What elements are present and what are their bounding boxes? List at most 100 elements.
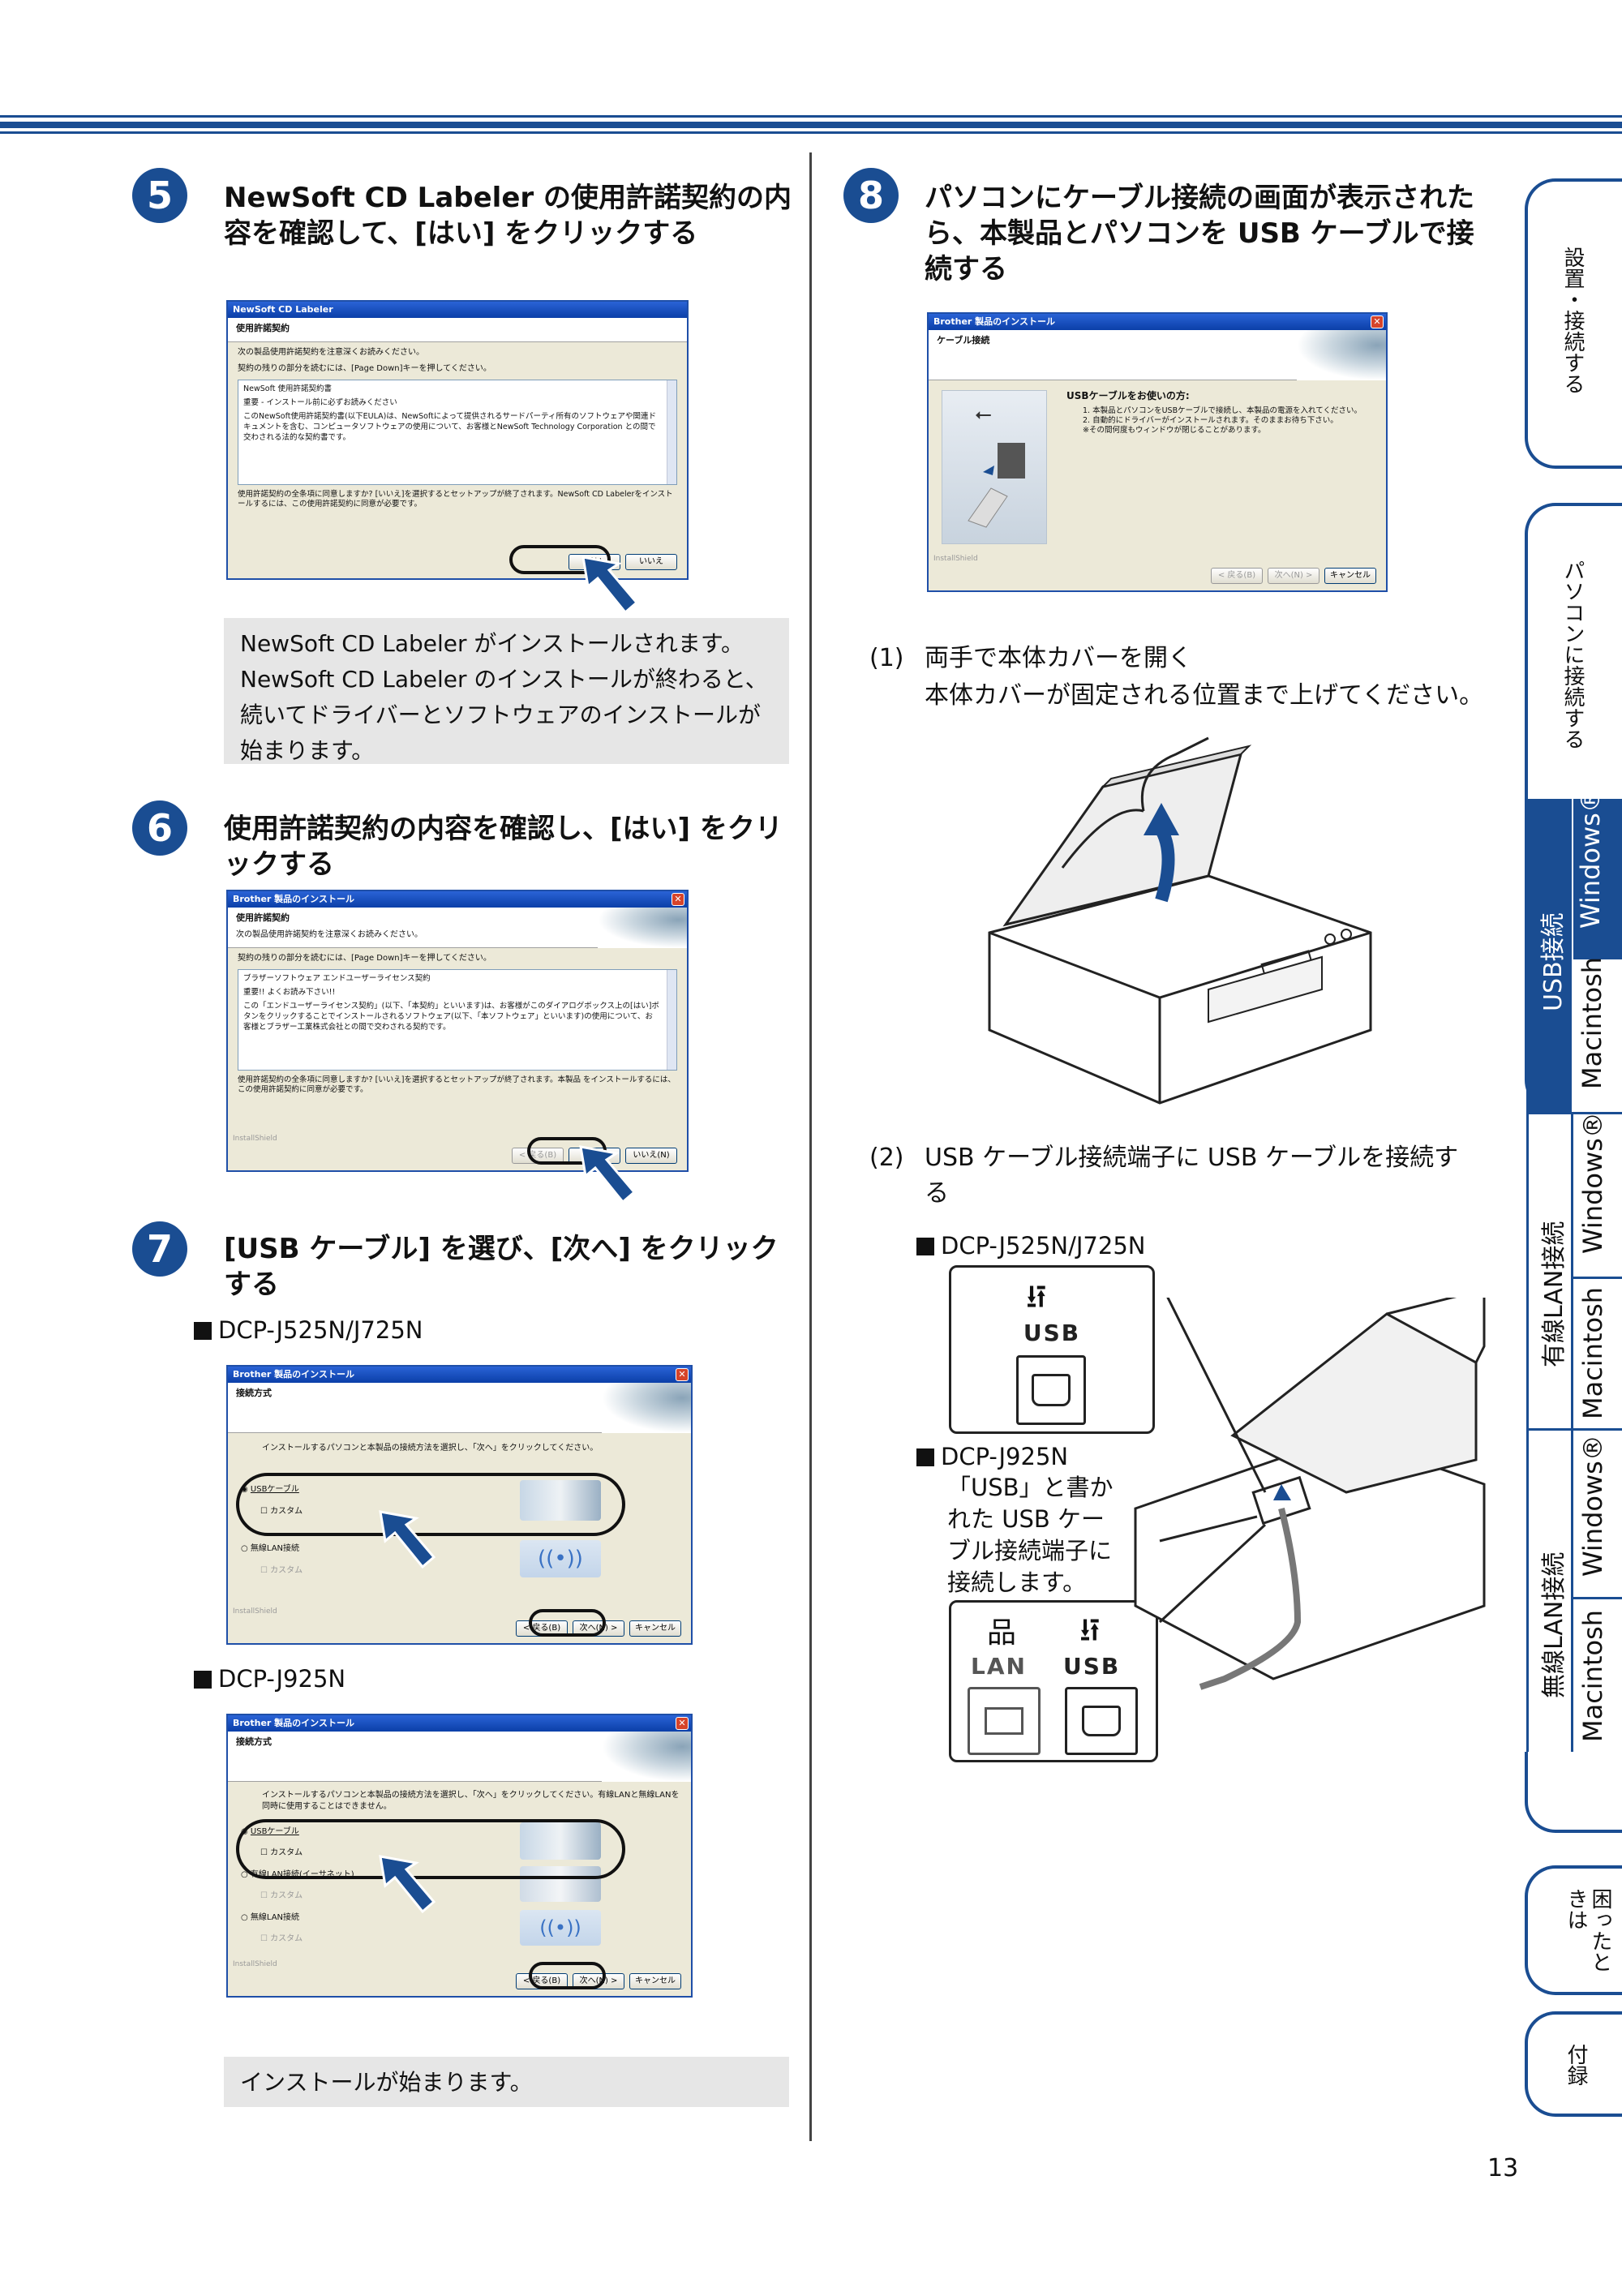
pointer-arrow-icon (581, 556, 639, 615)
eula-text: 重要!! よくお読み下さい!! (243, 988, 336, 997)
newsoft-eula-dialog: NewSoft CD Labeler 使用許諾契約 次の製品使用許諾契約を注意深… (226, 300, 689, 580)
tab-setup[interactable]: 設置・接続する (1525, 178, 1622, 469)
back-button[interactable]: < 戻る(B) (1211, 568, 1263, 584)
highlight-yes (509, 545, 611, 574)
tab-divider (1572, 799, 1573, 1112)
no-button[interactable]: いいえ(N) (625, 1148, 677, 1164)
tab-divider (1573, 1277, 1622, 1279)
model-b-instruction: 「USB」と書かれた USB ケーブル接続端子に接続します。 (947, 1474, 1114, 1596)
usb-port-label: USB (1063, 1653, 1121, 1680)
dialog-text: 契約の残りの部分を読むには、[Page Down]キーを押してください。 (238, 364, 491, 373)
next-button[interactable]: 次へ(N) > (1268, 568, 1319, 584)
dialog-header: 使用許諾契約 次の製品使用許諾契約を注意深くお読みください。 (228, 908, 687, 948)
dialog-titlebar: Brother 製品のインストール✕ (929, 314, 1386, 330)
macintosh-segment[interactable]: Macintosh (1573, 957, 1622, 1112)
eula-textbox[interactable]: ブラザーソフトウェア エンドユーザーライセンス契約 重要!! よくお読み下さい!… (238, 969, 677, 1071)
header-graphic (602, 1732, 691, 1782)
tab-pc-bottom (1525, 1752, 1622, 1833)
eula-textbox[interactable]: NewSoft 使用許諾契約書 重要 - インストール前に必ずお読みください こ… (238, 380, 677, 485)
step5-title: NewSoft CD Labeler の使用許諾契約の内容を確認して、[はい] … (224, 182, 792, 250)
tab-wired-section[interactable]: 有線LAN接続 Windows® Macintosh (1526, 1112, 1622, 1431)
usb-instructions: 1. 本製品とパソコンをUSBケーブルで接続し、本製品の電源を入れてください。 … (1083, 406, 1362, 435)
wireless-image: ((•)) (520, 1910, 601, 1946)
tab-appendix[interactable]: 付録 (1525, 2011, 1622, 2117)
dialog-titlebar: Brother 製品のインストール✕ (228, 1715, 691, 1732)
tab-usb-section[interactable]: USB接続 Windows® Macintosh (1526, 787, 1622, 1112)
usb-cable-image (520, 1480, 601, 1521)
usb-icon: ⭠ (975, 402, 992, 427)
dialog-subtitle: 次の製品使用許諾契約を注意深くお読みください。 (236, 930, 423, 939)
usb-port-icon (1065, 1687, 1138, 1755)
scrollbar[interactable] (667, 380, 676, 484)
step-badge-8: 8 (843, 168, 899, 223)
tab-wireless-section[interactable]: 無線LAN接続 Windows® Macintosh (1526, 1428, 1622, 1755)
eula-title: NewSoft 使用許諾契約書 (243, 384, 332, 393)
header-rule-thin (0, 115, 1622, 118)
pointer-arrow-icon (579, 1145, 637, 1204)
step-badge-7: 7 (132, 1221, 187, 1277)
no-button[interactable]: いいえ (625, 554, 677, 570)
step6-title: 使用許諾契約の内容を確認し、[はい] をクリックする (224, 813, 783, 881)
highlight-usb-option (236, 1819, 625, 1879)
eula-text: このNewSoft使用許諾契約書(以下EULA)は、NewSoftによって提供さ… (243, 412, 656, 442)
printer-open-cover-illustration (988, 736, 1372, 1105)
tab-troubleshooting[interactable]: 困ったときは (1525, 1865, 1622, 1995)
scrollbar[interactable] (667, 970, 676, 1070)
eula-text: この「エンドユーザーライセンス契約」(以下、「本契約」といいます)は、お客様がこ… (243, 1002, 659, 1032)
dialog-titlebar: Brother 製品のインストール✕ (228, 1367, 691, 1383)
column-divider (809, 152, 812, 2141)
printer-usb-connection-illustration (1134, 1298, 1486, 1690)
dialog-header: 使用許諾契約 (228, 318, 687, 342)
tab-divider (1573, 1597, 1622, 1599)
pointer-arrow-icon (379, 1855, 436, 1914)
substep-2-title: (2)USB ケーブル接続端子に USB ケーブルを接続する (869, 1144, 1459, 1208)
checkbox-custom-disabled[interactable]: ☐ カスタム (260, 1566, 303, 1575)
radio-wireless[interactable]: ○ 無線LAN接続 (241, 1544, 300, 1553)
port-callout-b: 品 ⭿ LAN USB (949, 1600, 1158, 1762)
usb-instructions-title: USBケーブルをお使いの方: (1066, 390, 1190, 401)
lan-cable-image (520, 1866, 601, 1902)
cancel-button[interactable]: キャンセル (1324, 568, 1376, 584)
model-label: DCP-J925N (194, 1663, 345, 1695)
lan-port-icon (968, 1687, 1041, 1755)
dialog-text: インストールするパソコンと本製品の接続方法を選択し、「次へ」をクリックしてくださ… (262, 1791, 680, 1811)
wireless-image: ((•)) (520, 1540, 601, 1577)
header-graphic (598, 908, 687, 948)
installshield-label: InstallShield (233, 1607, 277, 1616)
installshield-label: InstallShield (233, 1960, 277, 1968)
step8-title: パソコンにケーブル接続の画面が表示されたら、本製品とパソコンを USB ケーブル… (925, 182, 1474, 285)
checkbox-custom-disabled[interactable]: ☐ カスタム (260, 1891, 303, 1900)
dialog-text: 契約の残りの部分を読むには、[Page Down]キーを押してください。 (238, 954, 491, 963)
highlight-next (529, 1962, 606, 1989)
usb-port-icon (1016, 1355, 1086, 1425)
close-icon[interactable]: ✕ (1371, 315, 1384, 328)
header-rule-thin-2 (0, 131, 1622, 134)
radio-wireless[interactable]: ○ 無線LAN接続 (241, 1913, 300, 1922)
substep-1-text: 本体カバーが固定される位置まで上げてください。 (925, 681, 1484, 710)
dialog-header: 接続方式 (228, 1732, 691, 1782)
header-rule-thick (0, 122, 1622, 128)
highlight-next (529, 1609, 606, 1637)
usb-icon: ⭿ (1079, 1612, 1101, 1650)
page-number: 13 (1487, 2154, 1519, 2182)
step5-note: NewSoft CD Labeler がインストールされます。NewSoft C… (224, 618, 789, 764)
usb-plug-illustration: ⭠ (942, 390, 1047, 544)
usb-cable-image (520, 1822, 601, 1860)
usb-port-label: USB (1023, 1320, 1081, 1346)
close-icon[interactable]: ✕ (672, 893, 684, 906)
step-badge-6: 6 (132, 800, 187, 856)
checkbox-custom-disabled[interactable]: ☐ カスタム (260, 1934, 303, 1943)
cancel-button[interactable]: キャンセル (629, 1973, 681, 1989)
installshield-label: InstallShield (933, 555, 978, 563)
brother-eula-dialog: Brother 製品のインストール✕ 使用許諾契約 次の製品使用許諾契約を注意深… (226, 890, 689, 1172)
close-icon[interactable]: ✕ (676, 1368, 689, 1381)
close-icon[interactable]: ✕ (676, 1717, 689, 1730)
dialog-footer-text: 使用許諾契約の全条項に同意しますか? [いいえ]を選択するとセットアップが終了さ… (238, 490, 673, 509)
radio-wired[interactable]: ○ 有線LAN接続(イーサネット) (241, 1870, 354, 1879)
dialog-text: 次の製品使用許諾契約を注意深くお読みください。 (238, 348, 424, 357)
substep-1-title: (1)両手で本体カバーを開く (869, 644, 1192, 672)
cable-connection-dialog: Brother 製品のインストール✕ ケーブル接続 ⭠ USBケーブルをお使いの… (927, 312, 1388, 592)
header-graphic (602, 1383, 691, 1433)
cancel-button[interactable]: キャンセル (629, 1620, 681, 1637)
step-badge-5: 5 (132, 168, 187, 223)
